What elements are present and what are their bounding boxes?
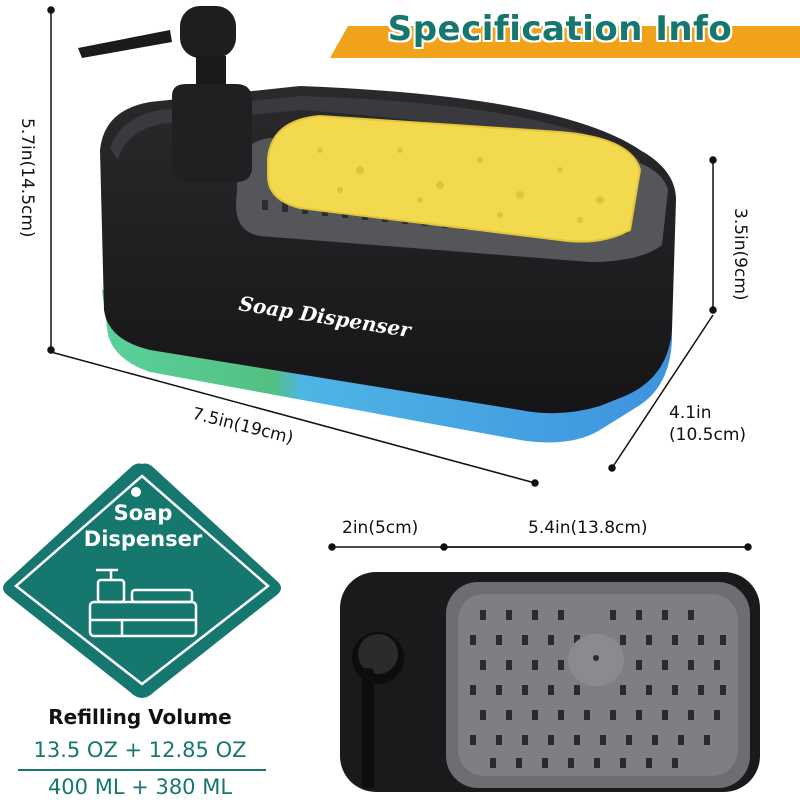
refill-oz: 13.5 OZ + 12.85 OZ (33, 738, 247, 762)
refill-ml: 400 ML + 380 ML (47, 775, 233, 799)
product-illustration: Soap Dispenser (47, 6, 717, 487)
dim-length-label: 4.1in (10.5cm) (669, 402, 746, 446)
top-view-pump (352, 632, 404, 788)
badge-title: Soap Dispenser (68, 500, 218, 552)
soap-pump-icon (78, 6, 252, 182)
badge-title-line2: Dispenser (83, 527, 203, 551)
dim-depth-label: 3.5in(9cm) (730, 208, 750, 301)
sponge (267, 114, 642, 243)
refill-title: Refilling Volume (48, 705, 232, 729)
dim-height-label: 5.7in(14.5cm) (17, 118, 37, 238)
badge-title-line1: Soap (113, 501, 173, 525)
badge (3, 463, 281, 698)
dim-segment-left-label: 2in(5cm) (342, 518, 419, 538)
refill-divider (18, 769, 266, 771)
badge-dispenser-icon (88, 568, 198, 638)
dim-segment-right-label: 5.4in(13.8cm) (528, 518, 648, 538)
banner-ribbon (330, 26, 800, 58)
pin-hole-icon (131, 487, 141, 497)
top-view-illustration (328, 543, 760, 792)
dim-length-line1: 4.1in (669, 403, 712, 423)
dim-depth-container: 3.5in(9cm) (720, 208, 754, 308)
page-title: Specification Info (387, 9, 733, 49)
dim-height-container: 5.7in(14.5cm) (5, 118, 39, 348)
dim-length-line2: (10.5cm) (669, 425, 747, 445)
